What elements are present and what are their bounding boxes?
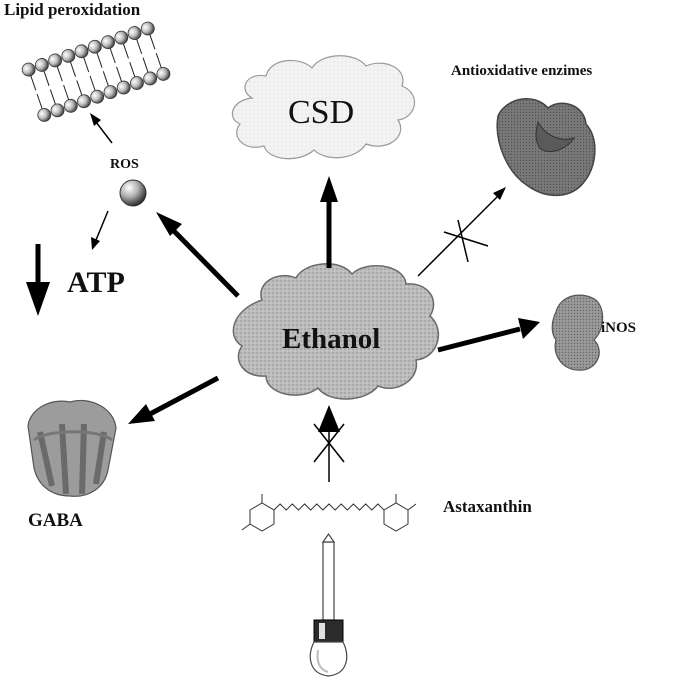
- lipid-head: [103, 85, 118, 100]
- inos-protein-icon: [551, 294, 604, 371]
- lipid-head: [87, 39, 102, 54]
- lipid-tail: [49, 89, 57, 105]
- inos-label: iNOS: [601, 320, 637, 336]
- antioxidative-enzymes-label: Antioxidative enzimes: [451, 63, 593, 79]
- lipid-head: [116, 80, 131, 95]
- arrow-ethanol-to-csd: [320, 176, 338, 268]
- ethanol-label: Ethanol: [282, 323, 381, 355]
- inhibited-arrow-astaxanthin: [313, 405, 345, 482]
- lipid-tail: [109, 47, 116, 64]
- arrow-ethanol-to-gaba: [128, 375, 220, 424]
- lipid-head: [114, 30, 129, 45]
- lipid-head: [127, 26, 142, 40]
- lipid-head: [143, 71, 158, 86]
- ros-label: ROS: [110, 157, 139, 172]
- lipid-head: [74, 44, 89, 59]
- lipid-head: [140, 21, 155, 36]
- arrow-ros-to-atp: [91, 210, 109, 250]
- lipid-tail: [96, 52, 103, 68]
- lipid-head: [21, 62, 36, 77]
- lipid-tail: [56, 65, 63, 82]
- lipid-bilayer-icon: [21, 21, 171, 122]
- lipid-head: [77, 94, 91, 109]
- lipid-head: [61, 48, 76, 63]
- inhibited-arrow-enzyme: [417, 187, 506, 277]
- arrow-ros-to-lipid: [90, 113, 113, 144]
- ethanol-cloud: [232, 263, 440, 400]
- lipid-tail: [149, 34, 156, 50]
- lipid-peroxidation-label: Lipid peroxidation: [4, 0, 141, 19]
- lipid-tail: [36, 93, 43, 110]
- ros-sphere-icon: [119, 179, 147, 207]
- enzyme-cleft: [535, 120, 576, 153]
- lipid-tail: [136, 38, 143, 55]
- lipid-head: [63, 98, 78, 113]
- lipid-tail: [83, 56, 90, 73]
- atp-decrease-arrow: [26, 244, 50, 316]
- lipid-head: [34, 58, 49, 72]
- lipid-tail: [89, 75, 96, 92]
- csd-cloud: [231, 55, 416, 160]
- lipid-tail: [43, 70, 50, 86]
- csd-label: CSD: [288, 94, 355, 131]
- lipid-tail: [69, 61, 76, 77]
- dropper-icon: [309, 532, 348, 677]
- lipid-head: [48, 53, 63, 68]
- astaxanthin-structure-icon: [241, 494, 417, 532]
- lipid-tail: [63, 84, 70, 101]
- arrow-ethanol-to-ros: [156, 212, 240, 298]
- lipid-head: [130, 76, 144, 90]
- lipid-tail: [76, 80, 83, 96]
- lipid-tail: [102, 71, 109, 87]
- astaxanthin-label: Astaxanthin: [443, 497, 532, 516]
- lipid-tail: [122, 43, 129, 59]
- atp-label: ATP: [67, 266, 125, 299]
- lipid-head: [101, 35, 115, 50]
- lipid-head: [50, 103, 65, 118]
- lipid-tail: [129, 62, 136, 78]
- arrow-ethanol-to-inos: [437, 318, 540, 353]
- lipid-tail: [116, 66, 123, 83]
- lipid-tail: [30, 75, 37, 91]
- lipid-tail: [142, 57, 149, 73]
- lipid-head: [90, 89, 105, 104]
- lipid-tail: [155, 52, 162, 69]
- lipid-head: [156, 67, 171, 81]
- gaba-label: GABA: [28, 510, 83, 531]
- lipid-head: [37, 108, 52, 122]
- gaba-receptor-icon: [27, 399, 117, 497]
